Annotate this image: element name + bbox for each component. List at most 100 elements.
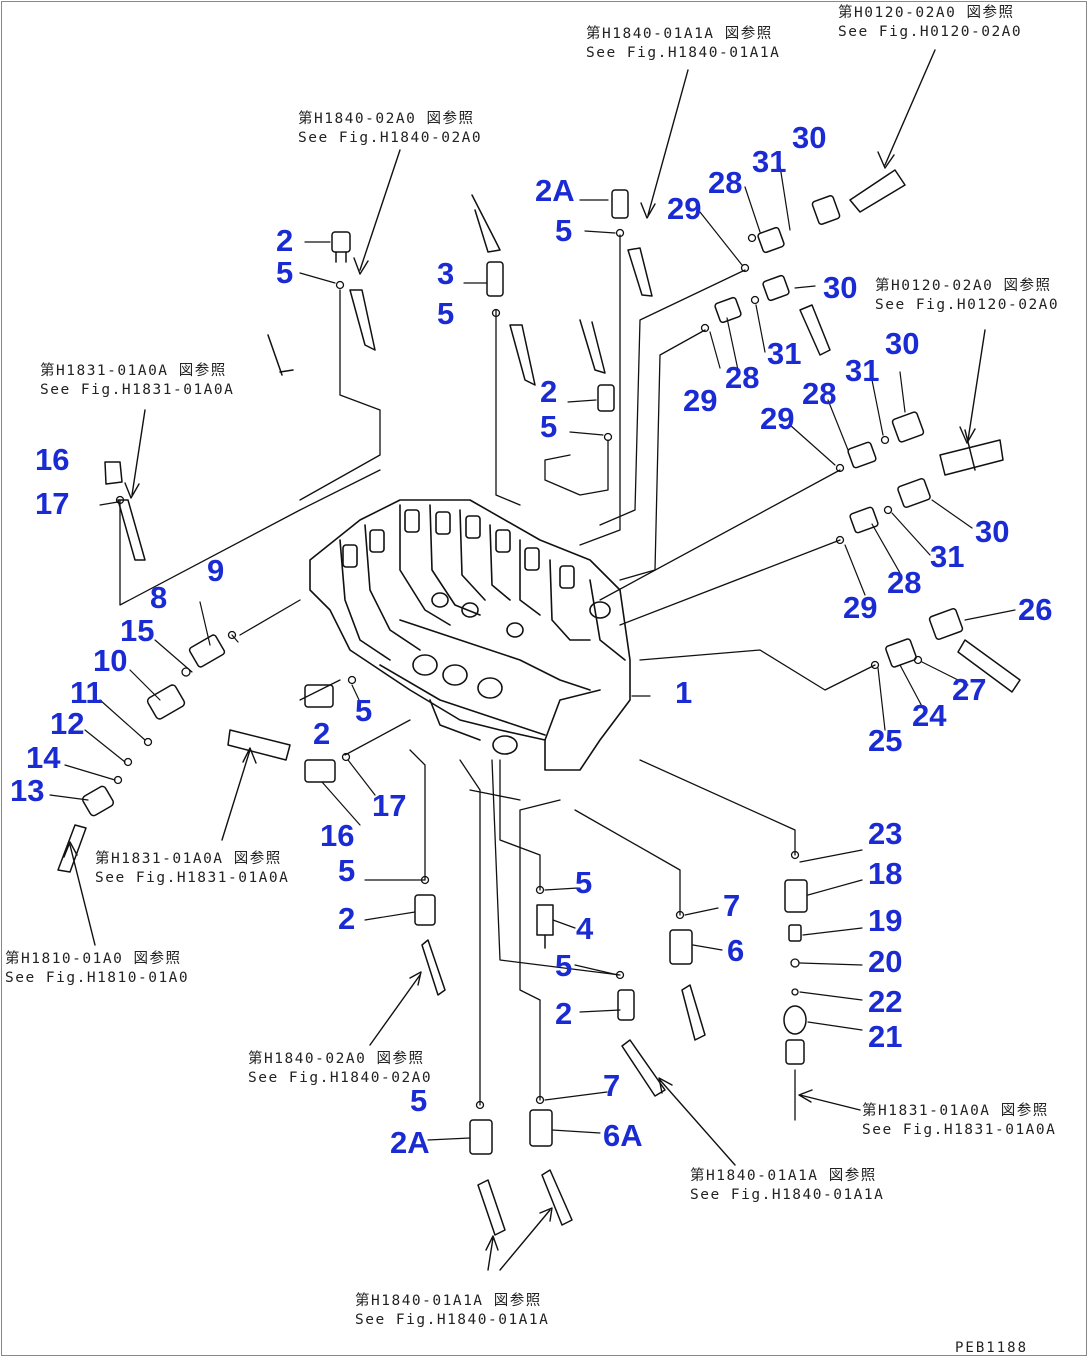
reference-note: 第H1840-01A1A 図参照 See Fig.H1840-01A1A bbox=[586, 25, 780, 63]
reference-note: 第H1831-01A0A 図参照 See Fig.H1831-01A0A bbox=[40, 362, 234, 400]
callout-3: 3 bbox=[437, 256, 455, 291]
control-valve-body bbox=[309, 499, 631, 771]
callout-17: 17 bbox=[372, 788, 407, 823]
callout-2: 2 bbox=[540, 374, 558, 409]
reference-jp: 第H1831-01A0A 図参照 bbox=[95, 851, 282, 867]
reference-en: See Fig.H1840-02A0 bbox=[248, 1070, 433, 1086]
callout-29: 29 bbox=[683, 383, 718, 418]
callout-5: 5 bbox=[410, 1083, 428, 1118]
reference-note: 第H0120-02A0 図参照 See Fig.H0120-02A0 bbox=[875, 277, 1059, 315]
reference-en: See Fig.H1840-02A0 bbox=[298, 130, 483, 146]
reference-note: 第H1810-01A0 図参照 See Fig.H1810-01A0 bbox=[5, 950, 189, 988]
callout-31: 31 bbox=[767, 336, 802, 371]
callout-8: 8 bbox=[150, 580, 168, 615]
callout-9: 9 bbox=[207, 553, 225, 588]
callout-15: 15 bbox=[120, 613, 155, 648]
reference-en: See Fig.H1840-01A1A bbox=[586, 45, 781, 61]
callout-5: 5 bbox=[338, 853, 356, 888]
reference-en: See Fig.H1840-01A1A bbox=[690, 1187, 885, 1203]
callout-16: 16 bbox=[320, 818, 355, 853]
reference-jp: 第H1840-01A1A 図参照 bbox=[355, 1293, 542, 1309]
callout-29: 29 bbox=[667, 191, 702, 226]
callout-4: 4 bbox=[576, 911, 594, 946]
callout-28: 28 bbox=[887, 565, 922, 600]
reference-arrows bbox=[63, 49, 986, 1271]
reference-en: See Fig.H1840-01A1A bbox=[355, 1312, 550, 1328]
reference-jp: 第H1840-01A1A 図参照 bbox=[690, 1168, 877, 1184]
reference-jp: 第H1840-02A0 図参照 bbox=[298, 111, 475, 127]
reference-jp: 第H0120-02A0 図参照 bbox=[838, 5, 1015, 21]
reference-jp: 第H1831-01A0A 図参照 bbox=[862, 1103, 1049, 1119]
reference-jp: 第H1831-01A0A 図参照 bbox=[40, 363, 227, 379]
callout-22: 22 bbox=[868, 984, 903, 1019]
reference-jp: 第H1840-01A1A 図参照 bbox=[586, 26, 773, 42]
callout-6a: 6A bbox=[603, 1118, 643, 1153]
reference-jp: 第H0120-02A0 図参照 bbox=[875, 278, 1052, 294]
callout-20: 20 bbox=[868, 944, 903, 979]
leader-lines bbox=[119, 234, 876, 1121]
callout-5: 5 bbox=[276, 255, 294, 290]
callout-28: 28 bbox=[708, 165, 743, 200]
callout-7: 7 bbox=[603, 1068, 621, 1103]
callout-6: 6 bbox=[727, 933, 745, 968]
callout-2a: 2A bbox=[390, 1125, 430, 1160]
reference-en: See Fig.H1810-01A0 bbox=[5, 970, 190, 986]
reference-note: 第H1840-02A0 図参照 See Fig.H1840-02A0 bbox=[298, 110, 482, 148]
callout-2a: 2A bbox=[535, 173, 575, 208]
callout-26: 26 bbox=[1018, 592, 1053, 627]
fittings bbox=[57, 169, 1021, 1236]
callout-2: 2 bbox=[338, 901, 356, 936]
reference-note: 第H0120-02A0 図参照 See Fig.H0120-02A0 bbox=[838, 4, 1022, 42]
callout-7: 7 bbox=[723, 888, 741, 923]
callout-2: 2 bbox=[276, 223, 294, 258]
reference-note: 第H1831-01A0A 図参照 See Fig.H1831-01A0A bbox=[95, 850, 289, 888]
callout-5: 5 bbox=[437, 296, 455, 331]
reference-jp: 第H1840-02A0 図参照 bbox=[248, 1051, 425, 1067]
reference-en: See Fig.H1831-01A0A bbox=[95, 870, 290, 886]
callout-28: 28 bbox=[802, 376, 837, 411]
reference-note: 第H1831-01A0A 図参照 See Fig.H1831-01A0A bbox=[862, 1102, 1056, 1140]
callout-5: 5 bbox=[555, 213, 573, 248]
callout-11: 11 bbox=[70, 675, 103, 710]
callout-5: 5 bbox=[355, 693, 373, 728]
callout-13: 13 bbox=[10, 773, 45, 808]
callout-21: 21 bbox=[868, 1019, 903, 1054]
callout-30: 30 bbox=[792, 120, 827, 155]
callout-29: 29 bbox=[843, 590, 878, 625]
reference-note: 第H1840-01A1A 図参照 See Fig.H1840-01A1A bbox=[355, 1292, 549, 1330]
callout-14: 14 bbox=[26, 740, 61, 775]
callout-12: 12 bbox=[50, 706, 85, 741]
callout-31: 31 bbox=[845, 353, 880, 388]
reference-en: See Fig.H0120-02A0 bbox=[875, 297, 1060, 313]
callout-leaders bbox=[49, 165, 1016, 1141]
reference-note: 第H1840-01A1A 図参照 See Fig.H1840-01A1A bbox=[690, 1167, 884, 1205]
callout-5: 5 bbox=[540, 409, 558, 444]
callout-2: 2 bbox=[555, 996, 573, 1031]
callout-18: 18 bbox=[868, 856, 903, 891]
callout-10: 10 bbox=[93, 643, 128, 678]
reference-note: 第H1840-02A0 図参照 See Fig.H1840-02A0 bbox=[248, 1050, 432, 1088]
callout-30: 30 bbox=[975, 514, 1010, 549]
figure-code: PEB1188 bbox=[955, 1340, 1029, 1356]
callout-17: 17 bbox=[35, 486, 70, 521]
callout-30: 30 bbox=[885, 326, 920, 361]
callout-29: 29 bbox=[760, 401, 795, 436]
reference-en: See Fig.H1831-01A0A bbox=[40, 382, 235, 398]
reference-en: See Fig.H1831-01A0A bbox=[862, 1122, 1057, 1138]
callout-31: 31 bbox=[930, 539, 965, 574]
callout-25: 25 bbox=[868, 723, 903, 758]
callout-27: 27 bbox=[952, 672, 987, 707]
callout-16: 16 bbox=[35, 442, 70, 477]
callout-5: 5 bbox=[575, 865, 593, 900]
callout-31: 31 bbox=[752, 144, 787, 179]
callout-5: 5 bbox=[555, 948, 573, 983]
callout-23: 23 bbox=[868, 816, 903, 851]
callout-28: 28 bbox=[725, 360, 760, 395]
callout-24: 24 bbox=[912, 698, 947, 733]
callout-19: 19 bbox=[868, 903, 903, 938]
callout-1: 1 bbox=[675, 675, 693, 710]
callout-30: 30 bbox=[823, 270, 858, 305]
